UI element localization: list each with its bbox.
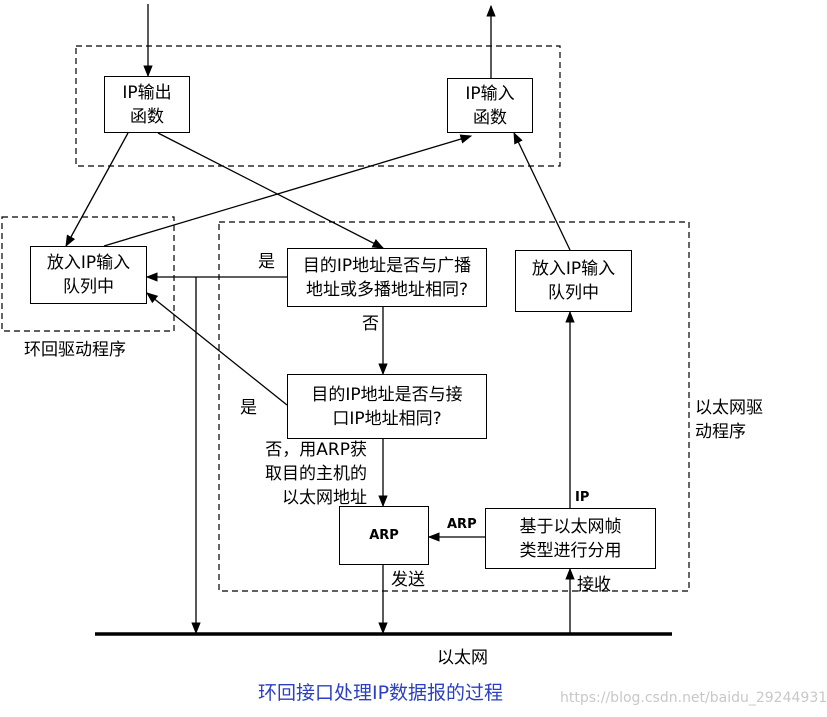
broadcast-no-label: 否 <box>362 314 379 334</box>
broadcast-check-box: 目的IP地址是否与广播 地址或多播地址相同? <box>287 248 487 307</box>
arp-frame-tag: ARP <box>447 517 477 532</box>
ip-layer-frame <box>75 45 561 167</box>
flow-diagram <box>1 4 690 636</box>
ethernet-label: 以太网 <box>437 648 488 668</box>
arrow-iface-yes <box>146 292 288 406</box>
ethernet-driver-frame <box>218 221 690 592</box>
ip-input-function-box: IP输入 函数 <box>447 78 533 133</box>
arrow-eth-queue-to-ip-input <box>513 131 571 251</box>
loopback-input-queue-box: 放入IP输入 队列中 <box>30 246 147 304</box>
arrow-output-to-loop-queue <box>65 132 129 248</box>
watermark: https://blog.csdn.net/baidu_29244931 <box>560 690 827 706</box>
frame-type-demux-label: 基于以太网帧 类型进行分用 <box>519 516 622 561</box>
figure-caption: 环回接口处理IP数据报的过程 <box>258 682 504 704</box>
loopback-driver-title: 环回驱动程序 <box>24 340 126 360</box>
broadcast-check-label: 目的IP地址是否与广播 地址或多播地址相同? <box>302 255 472 300</box>
loopback-driver-frame <box>1 216 175 332</box>
ethernet-driver-title: 以太网驱 动程序 <box>695 398 763 442</box>
ip-output-function-label: IP输出 函数 <box>122 82 172 127</box>
interface-address-check-box: 目的IP地址是否与接 口IP地址相同? <box>287 374 487 439</box>
ip-output-function-box: IP输出 函数 <box>104 76 190 133</box>
ip-frame-tag: IP <box>575 490 590 505</box>
arrow-output-to-broadcast-check <box>157 132 385 249</box>
ethernet-input-queue-box: 放入IP输入 队列中 <box>515 250 632 312</box>
ip-input-function-label: IP输入 函数 <box>465 83 515 128</box>
arrow-loop-queue-to-ip-input <box>103 134 473 247</box>
arp-lookup-note: 否，用ARP获 取目的主机的 以太网地址 <box>265 440 367 508</box>
interface-yes-label: 是 <box>240 398 257 418</box>
ethernet-input-queue-label: 放入IP输入 队列中 <box>531 259 616 303</box>
arp-label: ARP <box>369 527 399 543</box>
interface-address-check-label: 目的IP地址是否与接 口IP地址相同? <box>311 384 463 429</box>
loopback-input-queue-label: 放入IP输入 队列中 <box>46 253 131 297</box>
broadcast-yes-label: 是 <box>258 252 275 272</box>
arp-box: ARP <box>339 506 429 565</box>
frame-type-demux-box: 基于以太网帧 类型进行分用 <box>485 508 656 569</box>
send-label: 发送 <box>391 570 425 590</box>
receive-label: 接收 <box>577 575 611 595</box>
